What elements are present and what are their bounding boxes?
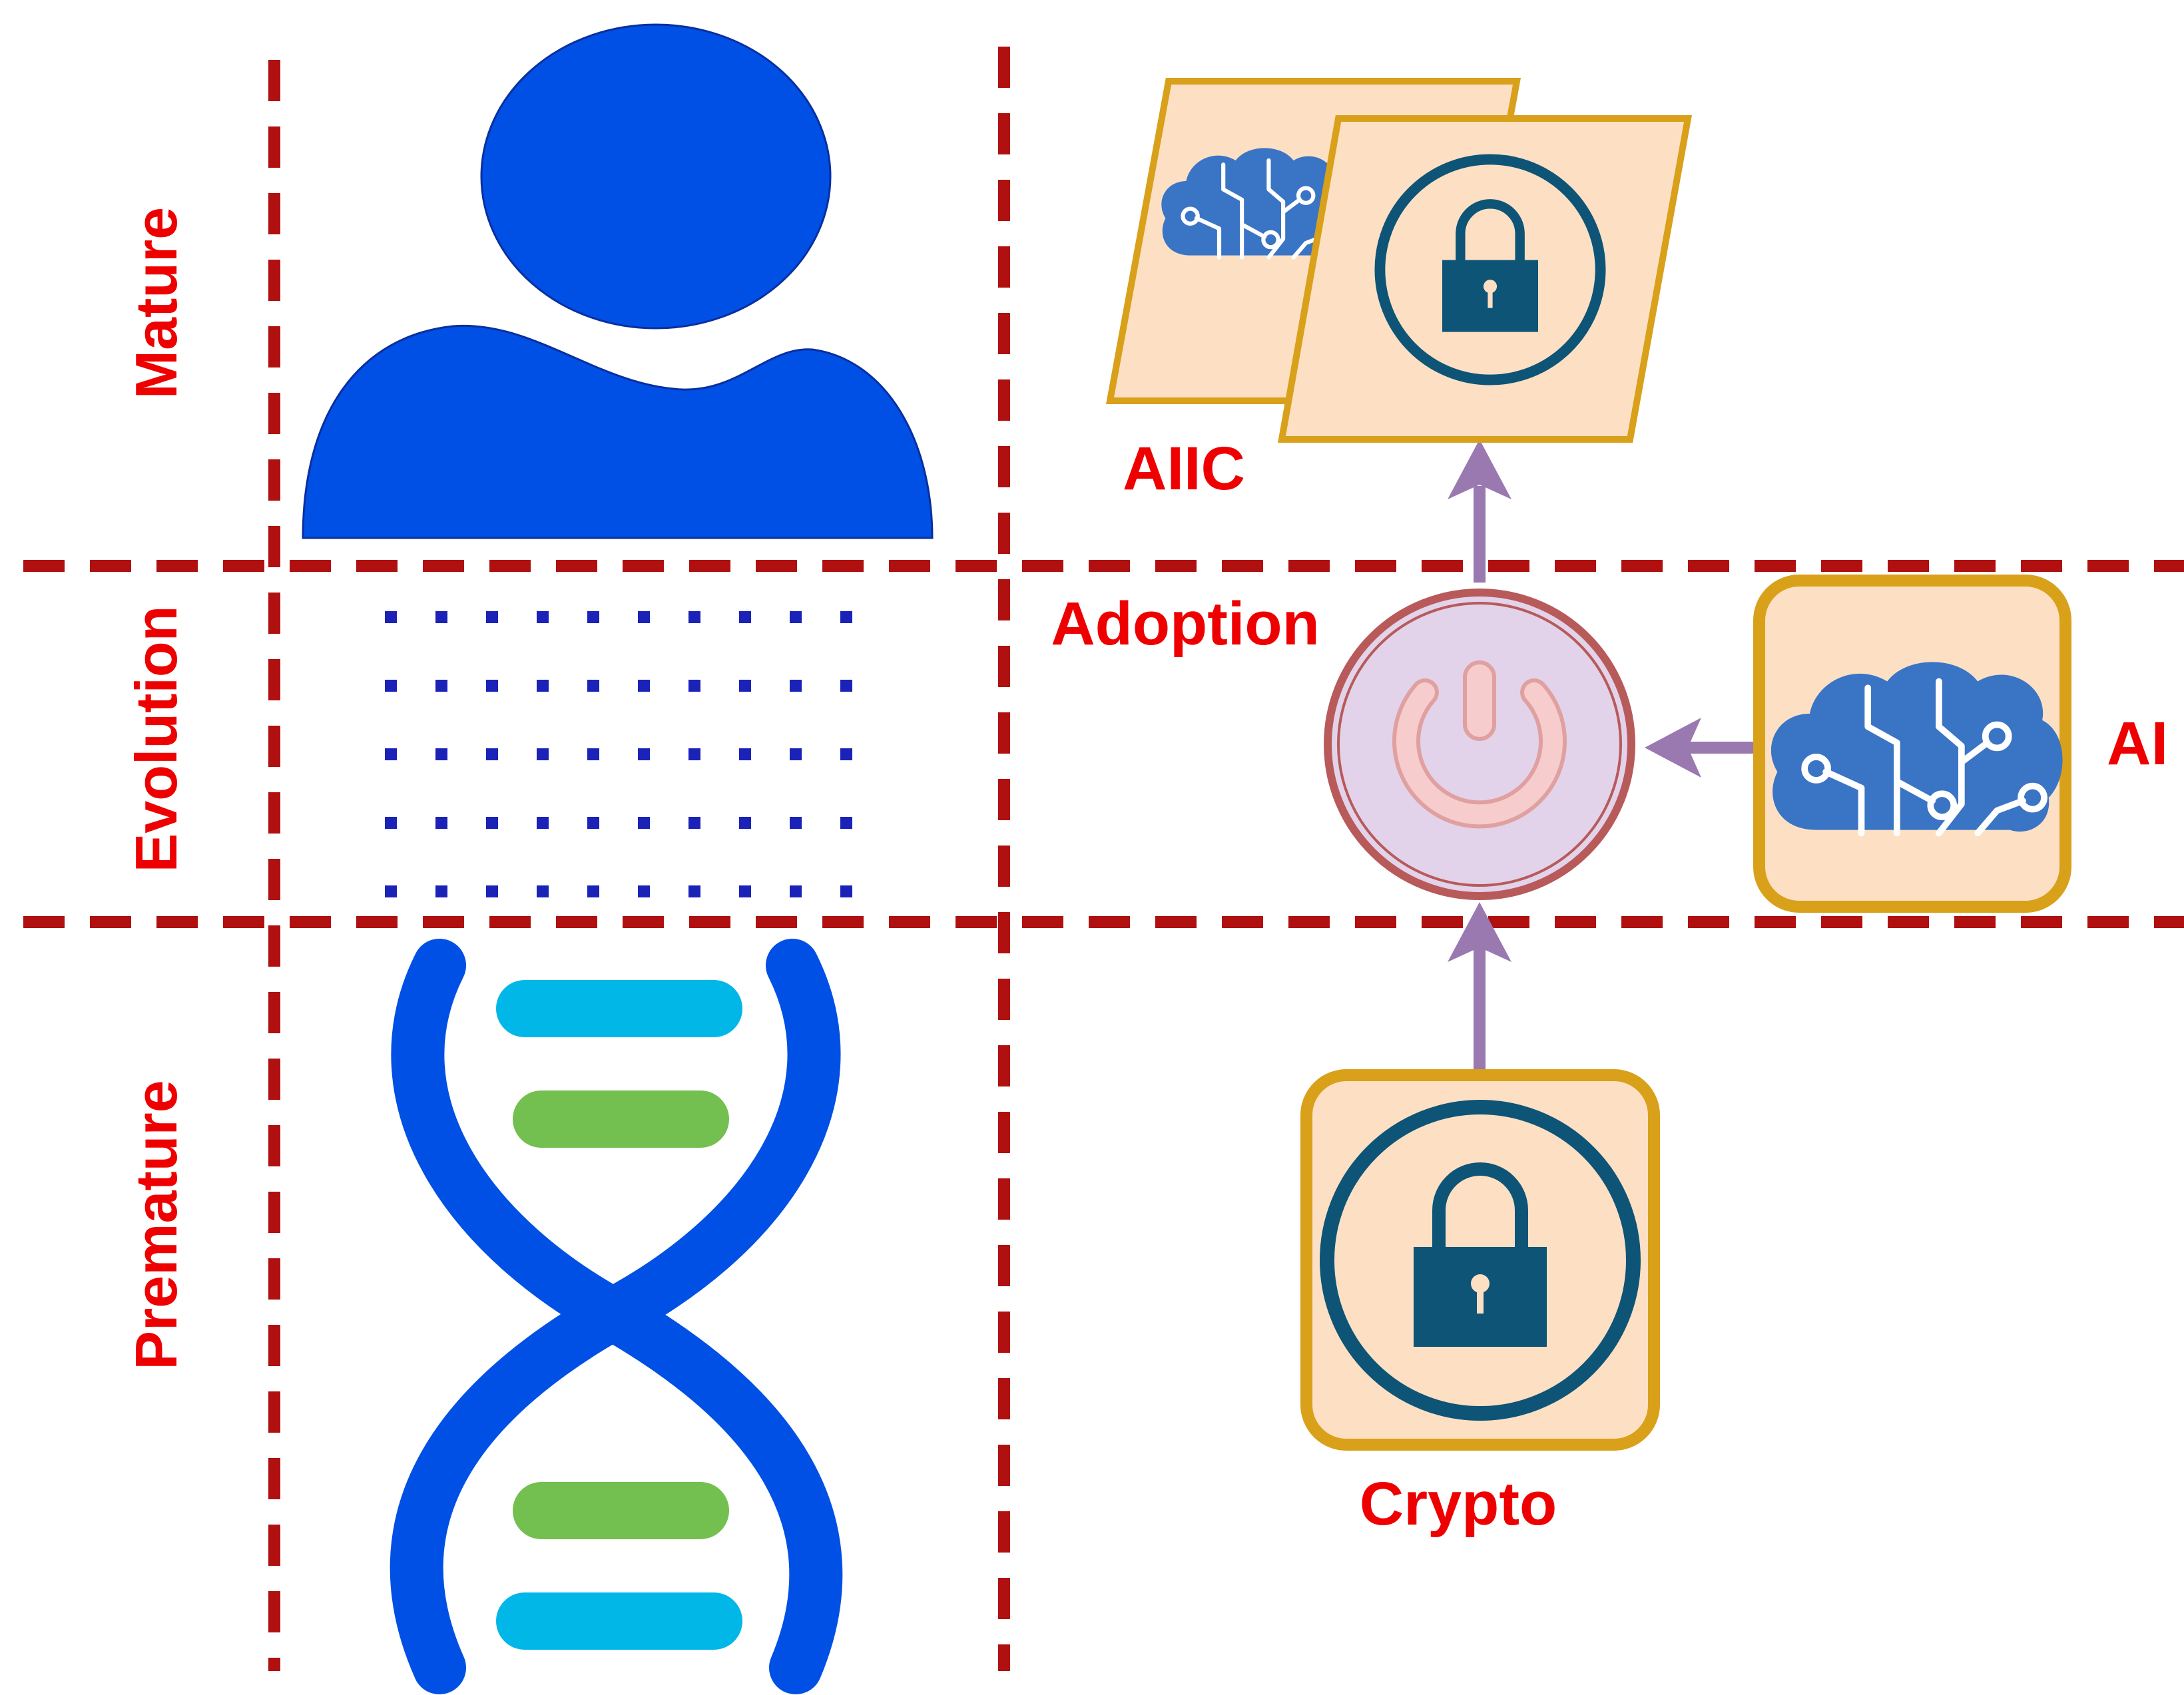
person-icon	[302, 23, 934, 539]
node-label-ai: AI	[2107, 710, 2168, 778]
grid-dot	[385, 817, 397, 829]
grid-dot	[840, 748, 852, 760]
grid-dot	[486, 885, 498, 897]
grid-dot	[385, 885, 397, 897]
node-label-aiic: AIIC	[1123, 435, 1245, 503]
grid-dot	[638, 817, 650, 829]
ai-node-box	[1753, 575, 2071, 913]
dna-base-pair	[496, 980, 742, 1037]
grid-dot	[688, 748, 700, 760]
grid-dot	[486, 748, 498, 760]
grid-dot	[486, 680, 498, 692]
grid-dot	[840, 885, 852, 897]
grid-dot	[385, 748, 397, 760]
arrows	[1474, 486, 1758, 1075]
grid-dot	[587, 748, 599, 760]
crypto-node-box	[1300, 1069, 1660, 1451]
grid-dot	[688, 680, 700, 692]
grid-dot	[537, 611, 549, 623]
grid-dividers	[23, 47, 2184, 1671]
dna-helix-icon	[390, 939, 843, 1694]
aiic-card-front	[1278, 115, 1692, 443]
node-label-crypto: Crypto	[1360, 1470, 1557, 1538]
grid-dot	[790, 885, 802, 897]
grid-dot	[537, 885, 549, 897]
grid-dot	[486, 817, 498, 829]
dna-base-pair	[513, 1090, 729, 1148]
grid-dot	[435, 611, 447, 623]
grid-dot	[537, 817, 549, 829]
grid-dot	[688, 611, 700, 623]
grid-dot	[790, 611, 802, 623]
grid-dot	[587, 817, 599, 829]
grid-dot	[739, 817, 751, 829]
grid-dot	[739, 748, 751, 760]
grid-dot	[385, 611, 397, 623]
grid-dot	[587, 885, 599, 897]
grid-dot	[739, 680, 751, 692]
power-button-icon	[1392, 660, 1567, 829]
dna-strand-right	[390, 939, 841, 1694]
grid-dot	[688, 885, 700, 897]
grid-dot	[435, 748, 447, 760]
adoption-power-node	[1324, 589, 1635, 900]
grid-dot	[688, 817, 700, 829]
grid-dot	[840, 611, 852, 623]
grid-dot	[587, 680, 599, 692]
node-label-adoption: Adoption	[1051, 590, 1320, 658]
arrowhead-left-adoption	[1645, 718, 1701, 778]
grid-dot	[638, 748, 650, 760]
grid-dot	[790, 680, 802, 692]
arrowhead-up-adoption	[1448, 902, 1511, 962]
dna-base-pair	[496, 1592, 742, 1650]
arrowhead-up-aiic	[1448, 439, 1511, 499]
stage-label-mature: Mature	[123, 207, 189, 399]
grid-dot	[739, 611, 751, 623]
grid-dot	[435, 817, 447, 829]
grid-dot	[790, 817, 802, 829]
stage-label-premature: Premature	[123, 1080, 189, 1369]
grid-dot	[435, 680, 447, 692]
stage-label-evolution: Evolution	[123, 606, 189, 873]
grid-dot	[385, 680, 397, 692]
grid-dot	[587, 611, 599, 623]
grid-dot	[638, 611, 650, 623]
grid-dot	[537, 748, 549, 760]
grid-dot	[840, 680, 852, 692]
grid-dot	[638, 680, 650, 692]
grid-dot	[486, 611, 498, 623]
grid-dot	[840, 817, 852, 829]
grid-dot	[435, 885, 447, 897]
grid-dot	[739, 885, 751, 897]
dot-grid-pattern	[385, 611, 852, 897]
grid-dot	[638, 885, 650, 897]
grid-dot	[790, 748, 802, 760]
dna-base-pair	[513, 1482, 729, 1539]
grid-dot	[537, 680, 549, 692]
